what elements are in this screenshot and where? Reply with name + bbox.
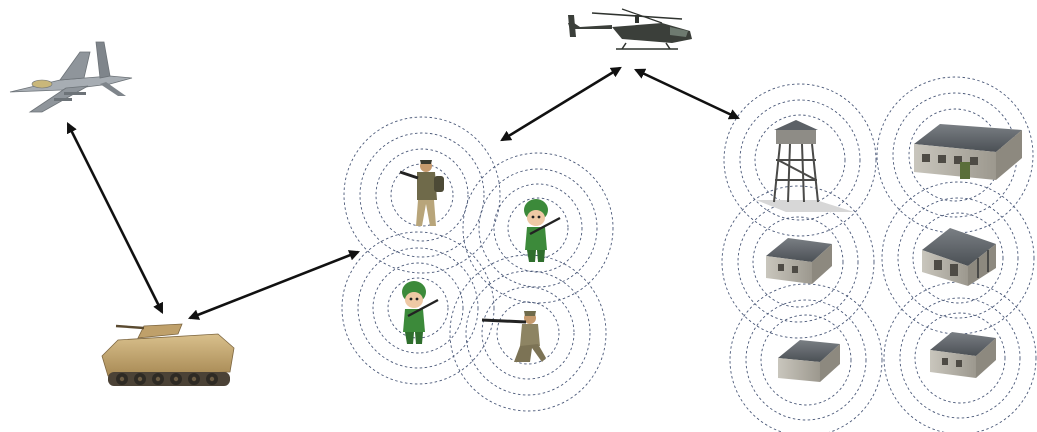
link-soldiers-helicopter xyxy=(500,66,622,142)
range-ring-group xyxy=(881,181,1035,335)
hut-icon xyxy=(766,238,832,284)
kneeling-soldier-icon xyxy=(481,311,546,362)
hut-icon xyxy=(930,332,996,378)
fighter-jet-icon xyxy=(9,41,133,113)
house-icon xyxy=(922,228,996,286)
soldier-range-rings xyxy=(341,116,614,412)
soldier-icon xyxy=(399,160,444,226)
armored-vehicle-icon xyxy=(101,323,235,386)
watchtower-icon xyxy=(756,120,854,212)
range-ring-group xyxy=(883,281,1037,432)
shed-icon xyxy=(778,340,840,382)
cartoon-soldier-icon xyxy=(402,281,439,344)
helicopter-icon xyxy=(568,8,692,50)
link-arrows xyxy=(66,66,740,320)
barracks-icon xyxy=(914,124,1022,180)
cartoon-soldier-icon xyxy=(524,199,561,262)
range-ring-group xyxy=(729,283,883,432)
link-jet-vehicle xyxy=(66,122,164,314)
link-helicopter-buildings xyxy=(634,68,740,120)
link-vehicle-soldiers xyxy=(187,250,361,320)
